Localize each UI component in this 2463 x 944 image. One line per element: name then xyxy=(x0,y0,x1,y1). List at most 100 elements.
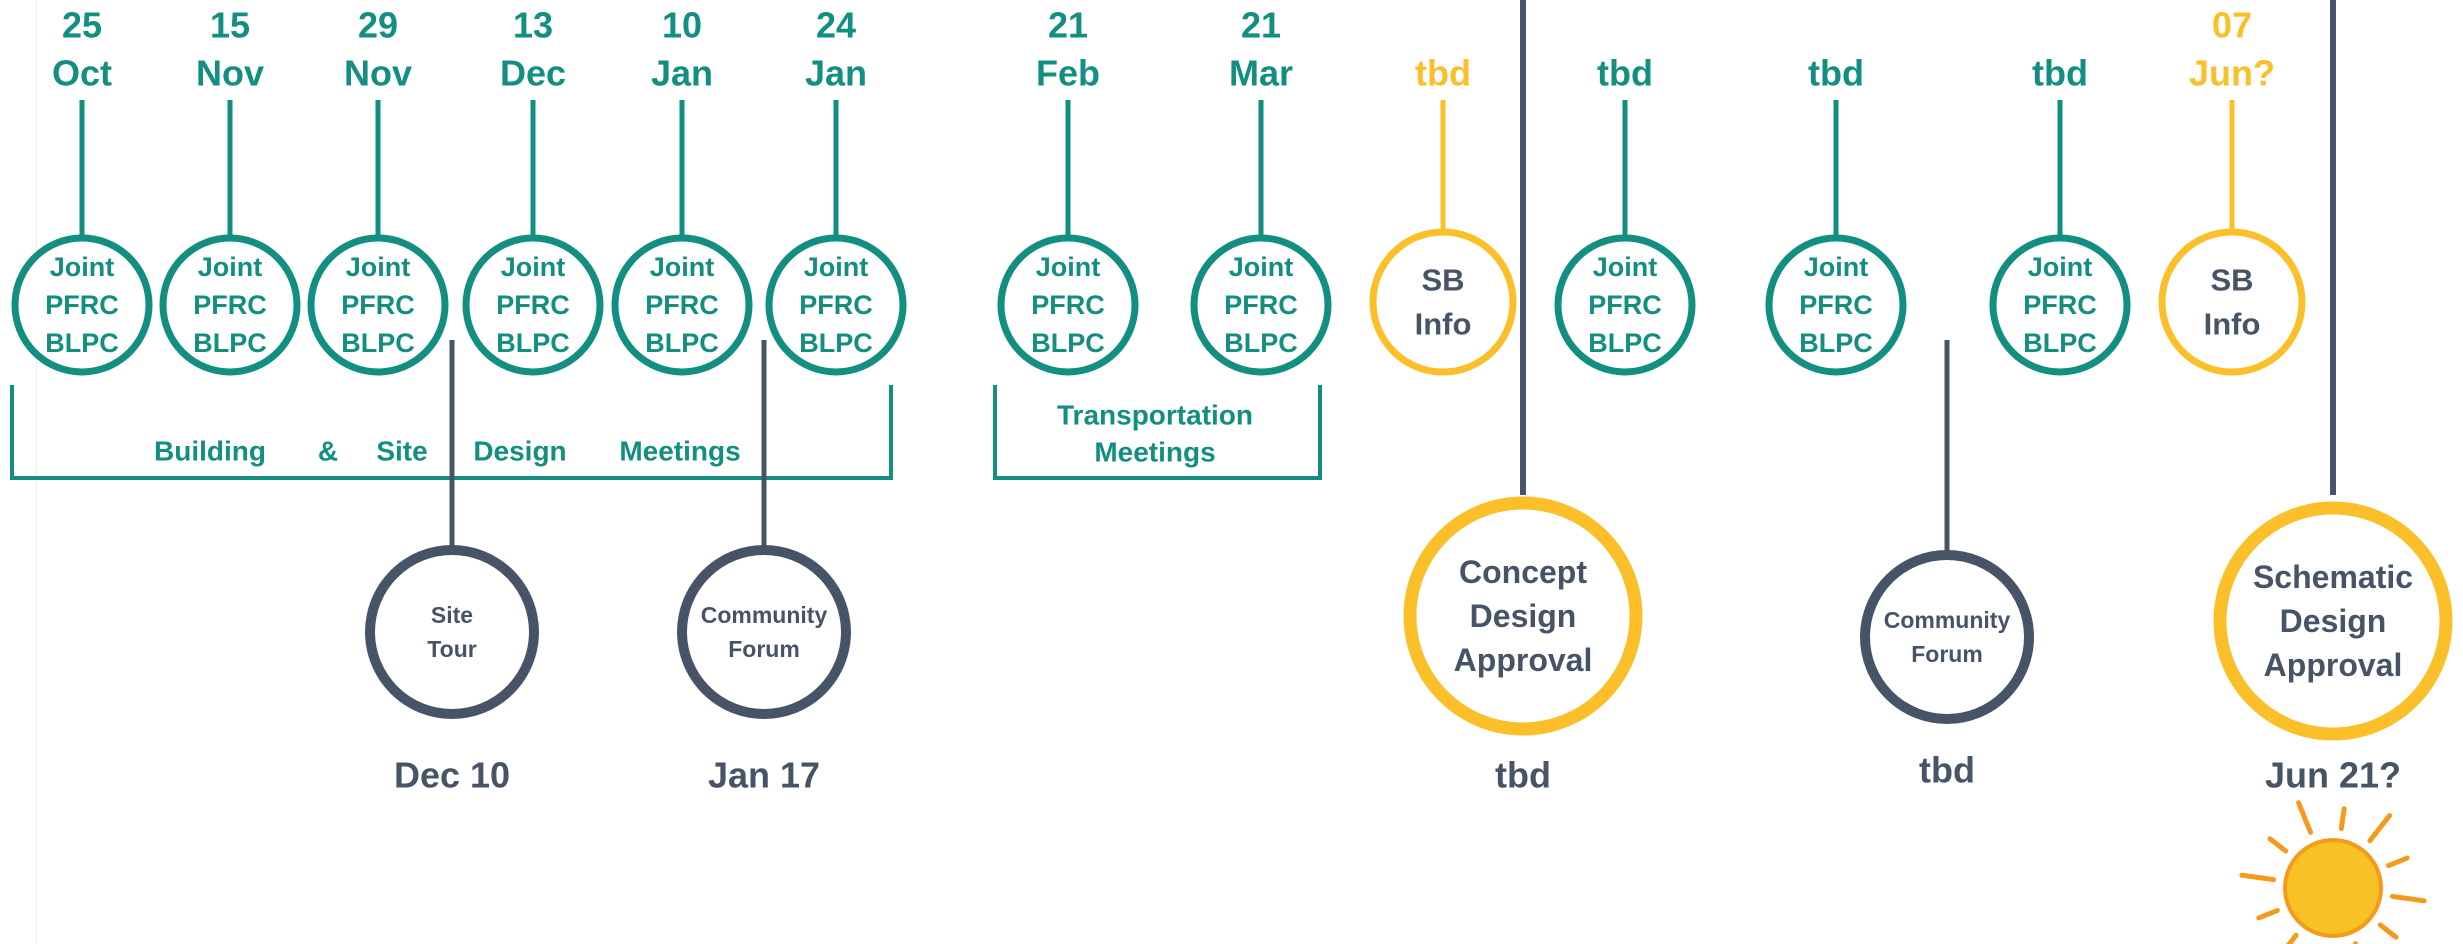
page-edge-line xyxy=(36,0,37,944)
sun-ray xyxy=(2286,932,2299,944)
meeting-date-month: Nov xyxy=(196,53,264,94)
meeting-circle-label: Joint xyxy=(198,252,263,282)
joint-meeting-circle xyxy=(1765,234,1907,376)
meeting-circle-label: Joint xyxy=(1229,252,1294,282)
event-circle-label: Approval xyxy=(2264,647,2403,683)
meeting-circle-label: PFRC xyxy=(1588,290,1662,320)
meeting-circle-label: Joint xyxy=(50,252,115,282)
joint-meeting-circle xyxy=(997,234,1139,376)
bracket-transportation xyxy=(993,385,1322,480)
meeting-circle-label: Info xyxy=(2204,307,2261,342)
joint-meeting-circle xyxy=(462,234,604,376)
sun-icon xyxy=(2239,800,2427,944)
meeting-circle-label: PFRC xyxy=(193,290,267,320)
event-circle-label: Concept xyxy=(1459,554,1587,590)
event-date-label: tbd xyxy=(1919,750,1975,791)
event-circle-label: Tour xyxy=(427,636,476,662)
event-circle xyxy=(365,545,539,719)
meeting-date-month: Feb xyxy=(1036,53,1100,94)
meeting-circle-label: Joint xyxy=(346,252,411,282)
meeting-date-day: 07 xyxy=(2212,5,2252,46)
meeting-circle-label: Joint xyxy=(2028,252,2093,282)
joint-meeting-circle xyxy=(307,234,449,376)
joint-meeting-circle xyxy=(1554,234,1696,376)
joint-meeting-circle xyxy=(11,234,153,376)
meeting-circle-label: Joint xyxy=(501,252,566,282)
meeting-circle-label: Joint xyxy=(1804,252,1869,282)
bracket-label-word: Site xyxy=(376,436,427,467)
event-date-label: Jan 17 xyxy=(708,755,820,796)
meeting-circle-label: SB xyxy=(1421,263,1464,298)
sb-info-circle xyxy=(2158,228,2306,376)
event-circle-label: Schematic xyxy=(2253,559,2413,595)
meeting-date-month: tbd xyxy=(1808,53,1864,94)
meeting-circle-label: PFRC xyxy=(1799,290,1873,320)
meeting-date-month: Oct xyxy=(52,53,112,94)
meeting-circle-label: Joint xyxy=(804,252,869,282)
joint-meeting-circle xyxy=(765,234,907,376)
event-circle xyxy=(1860,550,2034,724)
meeting-circle-label: PFRC xyxy=(45,290,119,320)
bracket-label-word: Design xyxy=(473,436,566,467)
event-circle-label: Design xyxy=(2280,603,2387,639)
meeting-circle-label: BLPC xyxy=(645,328,719,358)
meeting-date-month: tbd xyxy=(2032,53,2088,94)
meeting-circle-label: BLPC xyxy=(341,328,415,358)
meeting-circle-label: Joint xyxy=(1036,252,1101,282)
event-circle-label: Approval xyxy=(1454,642,1593,678)
joint-meeting-circle xyxy=(1190,234,1332,376)
meeting-circle-label: PFRC xyxy=(1031,290,1105,320)
joint-meeting-circle xyxy=(611,234,753,376)
meeting-circle-label: BLPC xyxy=(1799,328,1873,358)
sb-info-circle xyxy=(1369,228,1517,376)
meeting-circle-label: BLPC xyxy=(799,328,873,358)
meeting-circle-label: Joint xyxy=(650,252,715,282)
meeting-date-month: tbd xyxy=(1415,53,1471,94)
meeting-circle-label: PFRC xyxy=(645,290,719,320)
bracket-label-word: Meetings xyxy=(619,436,740,467)
approval-milestone-circle xyxy=(2213,501,2453,741)
meeting-circle-label: BLPC xyxy=(1588,328,1662,358)
sun-ray xyxy=(2296,800,2314,835)
meeting-circle-label: Info xyxy=(1415,307,1472,342)
meeting-date-month: Mar xyxy=(1229,53,1293,94)
meeting-date-day: 10 xyxy=(662,5,702,46)
approval-milestone-circle xyxy=(1403,496,1643,736)
meeting-circle-label: BLPC xyxy=(2023,328,2097,358)
bracket-label-word: Meetings xyxy=(1094,437,1215,468)
meeting-circle-label: PFRC xyxy=(496,290,570,320)
event-circle-label: Design xyxy=(1470,598,1577,634)
sun-ray xyxy=(2377,922,2399,940)
meeting-circle-label: SB xyxy=(2210,263,2253,298)
event-circle-label: Site xyxy=(431,602,473,628)
meeting-circle-label: BLPC xyxy=(1224,328,1298,358)
meeting-date-month: tbd xyxy=(1597,53,1653,94)
sun-ray xyxy=(2239,872,2277,883)
meeting-date-month: Jun? xyxy=(2189,53,2275,94)
meeting-date-month: Dec xyxy=(500,53,566,94)
event-circle-label: Forum xyxy=(728,636,800,662)
sun-ray xyxy=(2367,813,2393,844)
event-circle-label: Community xyxy=(701,602,828,628)
meeting-date-day: 29 xyxy=(358,5,398,46)
sun-ray xyxy=(2386,855,2410,869)
meeting-date-day: 15 xyxy=(210,5,250,46)
meeting-date-day: 21 xyxy=(1048,5,1088,46)
event-date-label: Jun 21? xyxy=(2265,755,2401,796)
event-date-label: Dec 10 xyxy=(394,755,510,796)
bracket-label-word: Building xyxy=(154,436,266,467)
joint-meeting-circle xyxy=(1989,234,2131,376)
bracket-label-word: Transportation xyxy=(1057,400,1253,431)
bracket-label-word: & xyxy=(318,436,338,467)
meeting-circle-label: BLPC xyxy=(45,328,119,358)
event-date-label: tbd xyxy=(1495,755,1551,796)
meeting-circle-label: BLPC xyxy=(496,328,570,358)
meeting-circle-label: BLPC xyxy=(193,328,267,358)
meeting-circle-label: Joint xyxy=(1593,252,1658,282)
sun-body xyxy=(2283,838,2383,938)
sun-ray xyxy=(2267,836,2289,854)
meeting-date-day: 24 xyxy=(816,5,856,46)
joint-meeting-circle xyxy=(159,234,301,376)
meeting-circle-label: PFRC xyxy=(1224,290,1298,320)
